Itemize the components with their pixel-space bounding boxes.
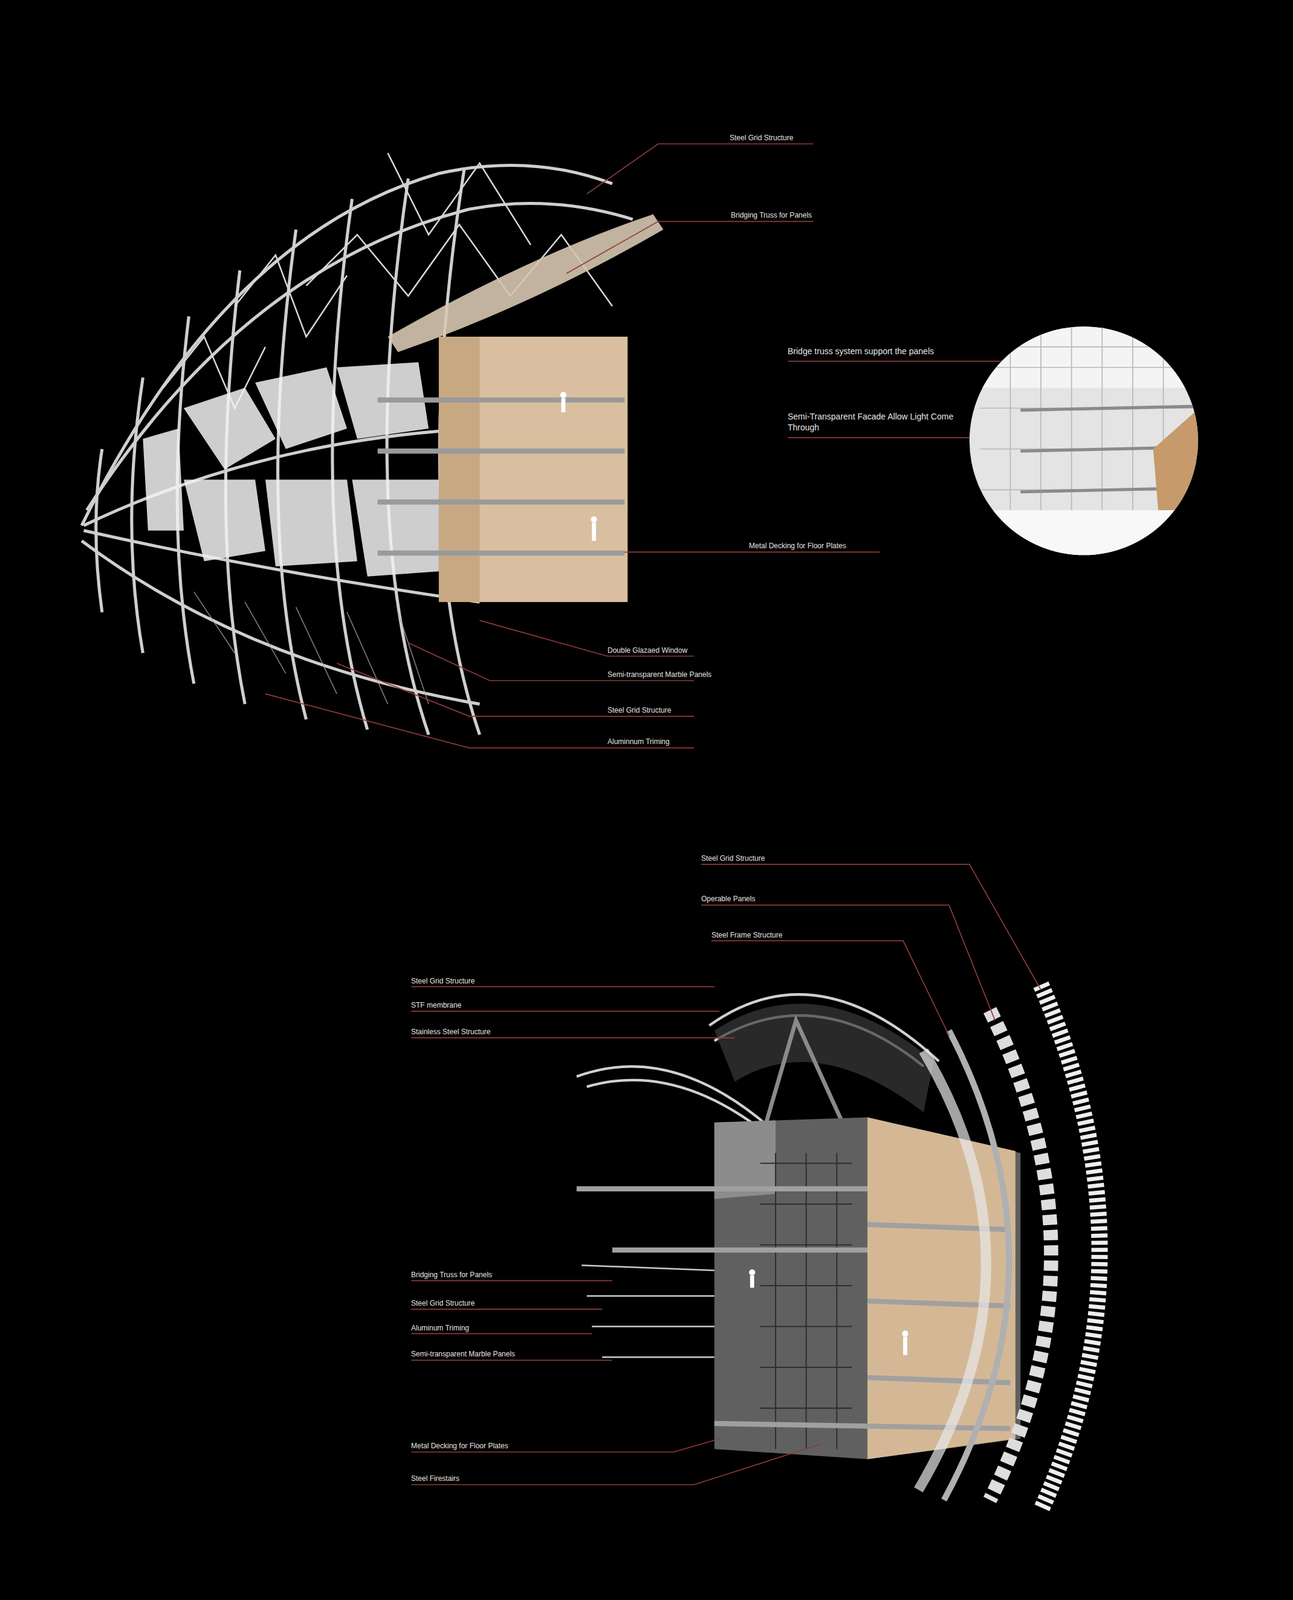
callout-label: Steel Frame Structure (711, 930, 783, 940)
bottom-section (411, 864, 1100, 1511)
callout-label: STF membrane (411, 1001, 462, 1010)
callout-label: Semi-transparent Marble Panels (411, 1349, 516, 1359)
callout-label: Semi-Transparent Facade Allow Light Come… (787, 411, 982, 433)
callout-label: Bridging Truss for Panels (411, 1270, 493, 1280)
callout-label: Steel Grid Structure (607, 706, 671, 715)
callout-label: Aluminum Triming (411, 1323, 470, 1333)
steel-grid (81, 165, 633, 735)
floor-plates (377, 400, 626, 554)
leader-lines (265, 143, 1072, 748)
callout-label: Steel Grid Structure (701, 854, 765, 863)
callout-label: Steel Grid Structure (411, 976, 475, 986)
callout-label: Double Glazaed Window (607, 646, 688, 655)
top-axonometric (81, 143, 1072, 748)
human-figure (560, 391, 598, 541)
callout-label: Aluminnum Triming (607, 737, 670, 746)
callout-label: Metal Decking for Floor Plates (411, 1441, 509, 1451)
callout-label: Stainless Steel Structure (411, 1027, 491, 1037)
callout-label: Operable Panels (701, 894, 756, 904)
callout-label: Steel Grid Structure (729, 133, 794, 143)
callout-label: Metal Decking for Floor Plates (748, 541, 847, 551)
callout-label: Bridge truss system support the panels (787, 345, 982, 357)
callout-label: Steel Grid Structure (411, 1299, 475, 1308)
callout-label: Steel Firestairs (411, 1474, 460, 1483)
callout-label: Bridging Truss for Panels (730, 210, 812, 220)
marble-panels (142, 362, 439, 577)
detail-inset (969, 326, 1205, 561)
callout-label: Semi-transparent Marble Panels (607, 670, 712, 679)
